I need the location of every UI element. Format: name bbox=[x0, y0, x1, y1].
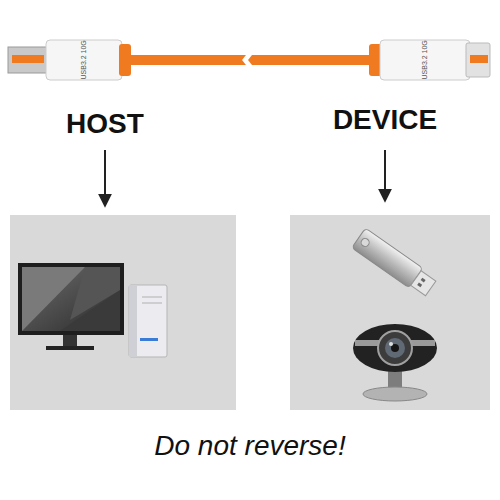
pc-tower-icon-part bbox=[142, 297, 162, 298]
monitor-icon bbox=[18, 263, 124, 350]
usb-cable-part bbox=[466, 43, 490, 77]
monitor-icon-part bbox=[18, 263, 124, 335]
flash-drive-icon-part bbox=[352, 228, 423, 288]
cable-marking: USB3.2 10G bbox=[421, 40, 429, 79]
label-holder: HOST bbox=[66, 109, 144, 140]
usb-cable-part bbox=[46, 40, 122, 80]
pc-tower-icon-part bbox=[129, 285, 167, 357]
usb-cable-part bbox=[242, 55, 246, 65]
flash-drive-icon-part bbox=[411, 271, 436, 296]
monitor-icon-part bbox=[70, 267, 120, 320]
label-holder: USB3.2 10G bbox=[421, 40, 429, 79]
end-label: DEVICE bbox=[333, 105, 437, 136]
end-label: HOST bbox=[66, 109, 144, 140]
usb-cable-part bbox=[119, 44, 131, 76]
webcam-icon-part bbox=[363, 387, 427, 401]
label-holder: DEVICE bbox=[333, 105, 437, 136]
webcam-icon bbox=[353, 324, 437, 401]
monitor-icon-part bbox=[63, 335, 77, 347]
pointer-arrow-part bbox=[384, 150, 386, 200]
webcam-icon-part bbox=[353, 324, 437, 372]
usb-cable-part bbox=[470, 55, 488, 63]
caption: Do not reverse! bbox=[154, 431, 345, 462]
flash-drive-icon-part bbox=[417, 283, 422, 288]
monitor-icon-part bbox=[22, 267, 120, 331]
flash-drive-icon bbox=[352, 228, 438, 298]
flash-drive-icon-part bbox=[360, 237, 371, 248]
pc-tower-icon-part bbox=[140, 338, 158, 341]
flash-drive-icon-part bbox=[421, 278, 426, 283]
usb-cable-part bbox=[12, 55, 44, 63]
pc-tower-icon-part bbox=[129, 285, 137, 357]
label-holder: USB3.2 10G bbox=[80, 40, 88, 79]
webcam-icon-part bbox=[378, 331, 412, 365]
caption-holder: Do not reverse! bbox=[154, 431, 345, 462]
monitor-icon-part bbox=[46, 346, 94, 350]
pointer-arrow-part bbox=[104, 150, 106, 205]
webcam-icon-part bbox=[389, 342, 393, 346]
pc-tower-icon-part bbox=[142, 303, 162, 304]
webcam-icon-part bbox=[385, 338, 405, 358]
background-panel bbox=[10, 215, 490, 410]
usb-cable-part bbox=[252, 55, 372, 65]
usb-cable-part bbox=[380, 40, 470, 80]
usb-cable-part bbox=[130, 55, 246, 65]
pointer-arrow bbox=[105, 150, 385, 205]
background-panel-part bbox=[290, 215, 490, 410]
pc-tower-icon bbox=[129, 285, 167, 357]
cable-marking: USB3.2 10G bbox=[80, 40, 88, 79]
usb-cable bbox=[8, 40, 490, 80]
usb-cable-part bbox=[8, 47, 48, 73]
usb-cable-part bbox=[248, 55, 252, 65]
background-panel-part bbox=[10, 215, 236, 410]
